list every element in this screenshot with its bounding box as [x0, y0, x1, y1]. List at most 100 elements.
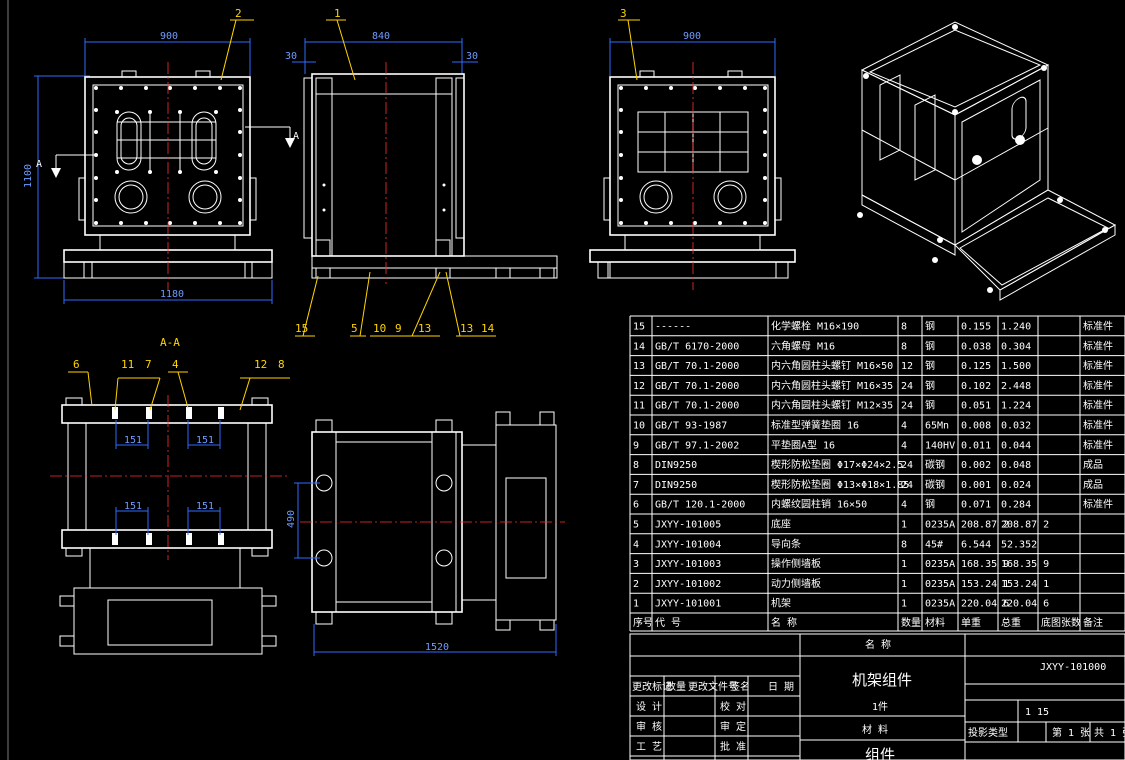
bom-cell-remark: 标准件: [1083, 380, 1113, 392]
bom-cell-mat: 碳钢: [925, 478, 945, 491]
side-dim-left: 30: [285, 51, 297, 62]
bom-cell-name: 机架: [771, 597, 791, 610]
tb-role-ratify: 批 准: [720, 740, 746, 753]
bom-cell-total: 1.224: [1001, 401, 1031, 412]
bom-cell-mat: 0235A: [925, 520, 955, 531]
bom-cell-qty: 1: [901, 559, 907, 570]
bom-cell-name: 平垫圈A型 16: [771, 438, 835, 451]
balloon-1: 1: [334, 7, 341, 20]
section-title: A-A: [160, 336, 180, 349]
bom-cell-unit: 0.125: [961, 361, 991, 372]
bom-cell-unit: 0.071: [961, 500, 991, 511]
bom-cell-code: JXYY-101002: [655, 579, 721, 590]
bom-header-remark: 备注: [1083, 616, 1103, 629]
bom-cell-total: 2.448: [1001, 381, 1031, 392]
tb-role-check: 校 对: [720, 700, 746, 713]
tb-label-mark: 更改标记: [632, 680, 672, 693]
bom-cell-qty: 1: [901, 579, 907, 590]
bom-header-code: 代 号: [655, 617, 681, 629]
bom-cell-total: 0.284: [1001, 500, 1031, 511]
balloon-7: 7: [145, 358, 152, 371]
bom-cell-name: 楔形防松垫圈 Φ13×Φ18×1.85: [771, 478, 909, 491]
bom-cell-total: 0.048: [1001, 460, 1031, 471]
bom-cell-qty: 8: [901, 322, 907, 333]
bom-cell-no: 2: [633, 579, 639, 590]
bom-cell-no: 4: [633, 539, 639, 550]
tb-role-process: 工 艺: [636, 741, 662, 753]
bom-cell-code: JXYY-101005: [655, 520, 721, 531]
bom-cell-remark: 标准件: [1083, 439, 1113, 451]
section-dim-3: 151: [124, 501, 142, 512]
bom-cell-no: 9: [633, 440, 639, 451]
bom-cell-name: 内六角圆柱头螺钉 M16×50: [771, 359, 893, 372]
balloon-9: 9: [395, 322, 402, 335]
tb-role-review: 审 核: [636, 720, 662, 733]
bom-cell-no: 7: [633, 480, 639, 491]
tb-title: 机架组件: [852, 671, 912, 689]
bom-header-src: 底图张数: [1041, 616, 1081, 629]
balloon-13b: 13: [460, 322, 473, 335]
bom-cell-remark: 标准件: [1083, 360, 1113, 372]
bom-cell-code: GB/T 93-1987: [655, 421, 727, 432]
bom-header-no: 序号: [633, 616, 653, 629]
balloon-5: 5: [351, 322, 358, 335]
front-dim-base: 1180: [160, 289, 184, 300]
balloon-2: 2: [235, 7, 242, 20]
bom-cell-no: 12: [633, 381, 645, 392]
bom-cell-remark: 标准件: [1083, 400, 1113, 412]
bom-cell-total: 153.24 1: [1001, 579, 1049, 590]
bom-cell-code: JXYY-101004: [655, 539, 721, 550]
tb-label-sign: 签名: [730, 680, 750, 693]
bom-cell-no: 10: [633, 421, 645, 432]
bom-cell-code: JXYY-101003: [655, 559, 721, 570]
balloon-4: 4: [172, 358, 179, 371]
section-dim-1: 151: [124, 435, 142, 446]
bom-cell-code: GB/T 70.1-2000: [655, 381, 739, 392]
bom-cell-mat: 钢: [925, 339, 935, 352]
bom-cell-unit: 0.002: [961, 460, 991, 471]
bom-cell-qty: 4: [901, 500, 907, 511]
bom-cell-unit: 208.87 2: [961, 520, 1009, 531]
bom-cell-no: 6: [633, 500, 639, 511]
bom-header-total: 总重: [1001, 616, 1021, 629]
tb-label-file: 更改文件号: [688, 680, 738, 693]
tb-sheet: 第 1 张: [1052, 726, 1090, 739]
balloon-11: 11: [121, 358, 134, 371]
rear-dim-width: 900: [683, 31, 701, 42]
bom-cell-total: 52.352: [1001, 539, 1037, 550]
bom-cell-no: 11: [633, 401, 645, 412]
front-view: 900 1100 1180: [23, 7, 299, 304]
bom-cell-total: 1.240: [1001, 322, 1031, 333]
bom-cell-remark: 成品: [1083, 479, 1103, 491]
bom-cell-total: 0.044: [1001, 440, 1031, 451]
bom-cell-no: 8: [633, 460, 639, 471]
tb-scale: 1 15: [1025, 707, 1049, 718]
tb-label-qty: 数量: [666, 680, 686, 693]
section-mark-right: A: [293, 131, 299, 142]
bom-cell-no: 5: [633, 520, 639, 531]
plan-view: 490 1520: [286, 411, 565, 656]
bom-cell-total: 168.35 9: [1001, 559, 1049, 570]
bom-cell-qty: 8: [901, 341, 907, 352]
bom-cell-code: DIN9250: [655, 480, 697, 491]
bom-cell-qty: 24: [901, 460, 913, 471]
bom-cell-qty: 1: [901, 599, 907, 610]
bom-cell-name: 内六角圆柱头螺钉 M16×35: [771, 379, 893, 392]
bom-cell-name: 标准型弹簧垫圈 16: [771, 419, 859, 432]
bom-cell-code: GB/T 70.1-2000: [655, 361, 739, 372]
bom-cell-mat: 140HV: [925, 440, 955, 451]
bom-cell-unit: 0.051: [961, 401, 991, 412]
bom-cell-code: GB/T 70.1-2000: [655, 401, 739, 412]
bom-cell-name: 内螺纹圆柱销 16×50: [771, 498, 867, 511]
bom-cell-name: 底座: [771, 518, 791, 531]
bom-header-mat: 材料: [925, 616, 945, 629]
tb-qty: 1件: [872, 701, 888, 713]
bom-cell-total: 208.87 2: [1001, 520, 1049, 531]
bom-cell-qty: 24: [901, 480, 913, 491]
bom-cell-name: 楔形防松垫圈 Φ17×Φ24×2.5: [771, 458, 903, 471]
bom-cell-remark: 标准件: [1083, 499, 1113, 511]
bom-cell-remark: 标准件: [1083, 420, 1113, 432]
bom-cell-qty: 8: [901, 539, 907, 550]
